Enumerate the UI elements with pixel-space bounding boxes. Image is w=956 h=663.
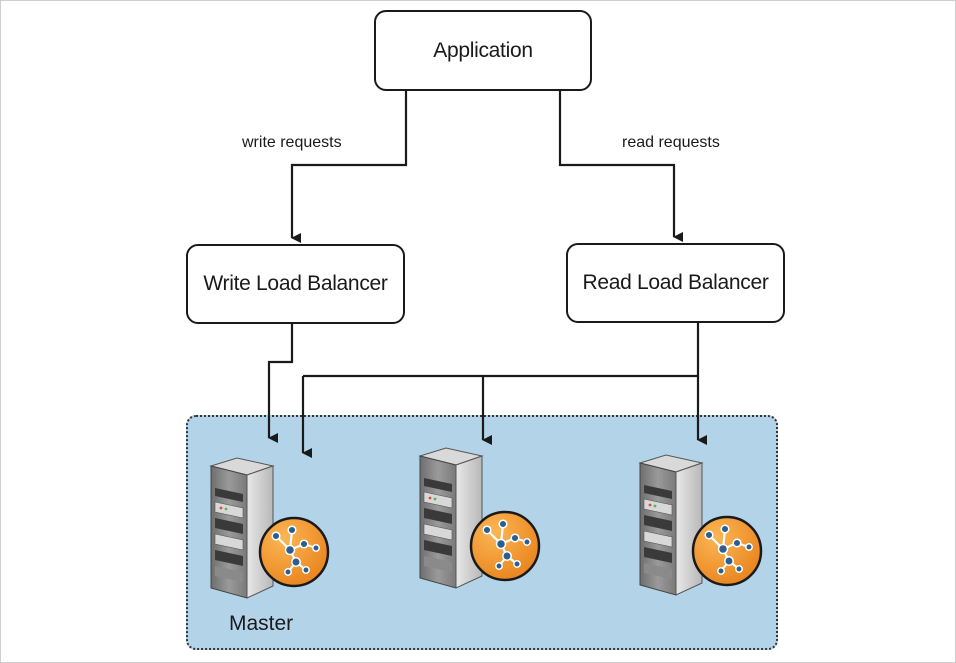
read-load-balancer-node: Read Load Balancer <box>566 243 785 323</box>
network-node-icon <box>691 515 763 587</box>
edge-read-requests <box>558 91 683 242</box>
edge-read-bus <box>303 323 700 378</box>
server-icon <box>639 454 703 596</box>
write-requests-label: write requests <box>242 134 342 151</box>
server-icon <box>419 447 483 589</box>
server-replica-2 <box>639 454 763 596</box>
application-node: Application <box>374 10 592 91</box>
write-load-balancer-node: Write Load Balancer <box>186 244 405 324</box>
read-load-balancer-label: Read Load Balancer <box>582 271 769 294</box>
edge-write-requests <box>290 91 408 243</box>
server-master <box>210 457 330 599</box>
network-node-icon <box>258 516 330 588</box>
server-replica-1 <box>419 447 541 589</box>
network-node-icon <box>469 510 541 582</box>
read-requests-label: read requests <box>622 134 720 151</box>
server-icon <box>210 457 274 599</box>
application-label: Application <box>433 38 533 62</box>
master-label: Master <box>229 612 294 635</box>
edge-write-to-master <box>267 324 294 443</box>
write-load-balancer-label: Write Load Balancer <box>203 272 388 295</box>
